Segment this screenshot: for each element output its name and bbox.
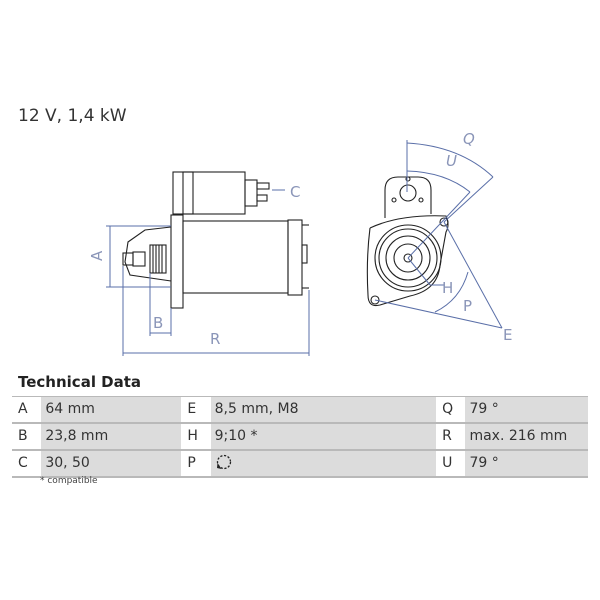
spec-label: Q <box>436 397 466 422</box>
spec-label: E <box>181 397 211 422</box>
product-spec-title: 12 V, 1,4 kW <box>18 106 127 126</box>
spec-value-rotation <box>210 451 437 476</box>
front-view-dimensions <box>374 140 503 329</box>
svg-text:A: A <box>88 250 106 261</box>
spec-label: B <box>12 424 42 449</box>
spec-value: 79 ° <box>465 397 588 422</box>
technical-data-table: A 64 mm E 8,5 mm, M8 Q 79 ° B 23,8 mm H … <box>12 396 588 478</box>
table-row: A 64 mm E 8,5 mm, M8 Q 79 ° <box>12 397 588 424</box>
spec-label: A <box>12 397 42 422</box>
rotation-counterclockwise-icon <box>216 454 231 469</box>
spec-value: 8,5 mm, M8 <box>210 397 437 422</box>
spec-value: 64 mm <box>41 397 182 422</box>
spec-label: R <box>436 424 466 449</box>
spec-value: 9;10 * <box>210 424 437 449</box>
spec-label: U <box>436 451 466 476</box>
table-row: B 23,8 mm H 9;10 * R max. 216 mm <box>12 424 588 451</box>
spec-label: P <box>181 451 211 476</box>
svg-text:B: B <box>153 314 163 332</box>
spec-label: H <box>181 424 211 449</box>
spec-value: 30, 50 <box>41 451 182 476</box>
svg-text:R: R <box>210 330 220 348</box>
side-view <box>122 171 309 309</box>
svg-text:P: P <box>463 297 472 315</box>
svg-text:Q: Q <box>463 130 475 148</box>
starter-motor-drawing: A B C R Q U H P E <box>88 130 512 356</box>
svg-text:E: E <box>503 326 512 344</box>
footnote: * compatible <box>40 476 98 486</box>
side-view-dimensions <box>106 189 310 356</box>
spec-value: 23,8 mm <box>41 424 182 449</box>
technical-data-heading: Technical Data <box>18 373 142 391</box>
table-row: C 30, 50 P U 79 ° <box>12 451 588 478</box>
front-view <box>366 176 449 307</box>
front-view-labels: Q U H P E <box>442 130 512 344</box>
spec-value: 79 ° <box>465 451 588 476</box>
spec-label: C <box>12 451 42 476</box>
svg-text:H: H <box>442 279 453 297</box>
side-view-labels: A B C R <box>88 183 300 348</box>
spec-value: max. 216 mm <box>465 424 588 449</box>
svg-text:U: U <box>446 152 457 170</box>
svg-text:C: C <box>290 183 300 201</box>
